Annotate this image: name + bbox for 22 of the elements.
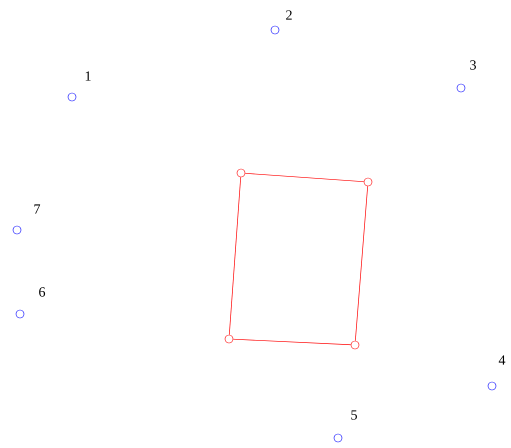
- point-marker: [456, 84, 466, 92]
- point-marker: [224, 334, 234, 344]
- point-number: 4: [498, 355, 506, 365]
- point-marker: [270, 26, 280, 34]
- point-marker: [488, 382, 496, 390]
- point-marker: [68, 92, 76, 102]
- point-marker: [350, 340, 360, 350]
- point-number: 2: [286, 10, 292, 20]
- point-number: 3: [470, 60, 476, 70]
- line: [355, 186, 368, 342]
- line: [228, 176, 242, 336]
- line: [232, 338, 352, 346]
- point-number: 1: [86, 71, 91, 81]
- point-number: 5: [351, 410, 357, 420]
- point-marker: [334, 434, 342, 442]
- point-marker: [16, 310, 24, 318]
- line: [244, 172, 364, 182]
- point-marker: [364, 178, 372, 186]
- point-marker: [236, 168, 246, 178]
- point-marker: [12, 226, 22, 234]
- point-number: 6: [39, 287, 46, 297]
- point-number: 7: [34, 204, 40, 214]
